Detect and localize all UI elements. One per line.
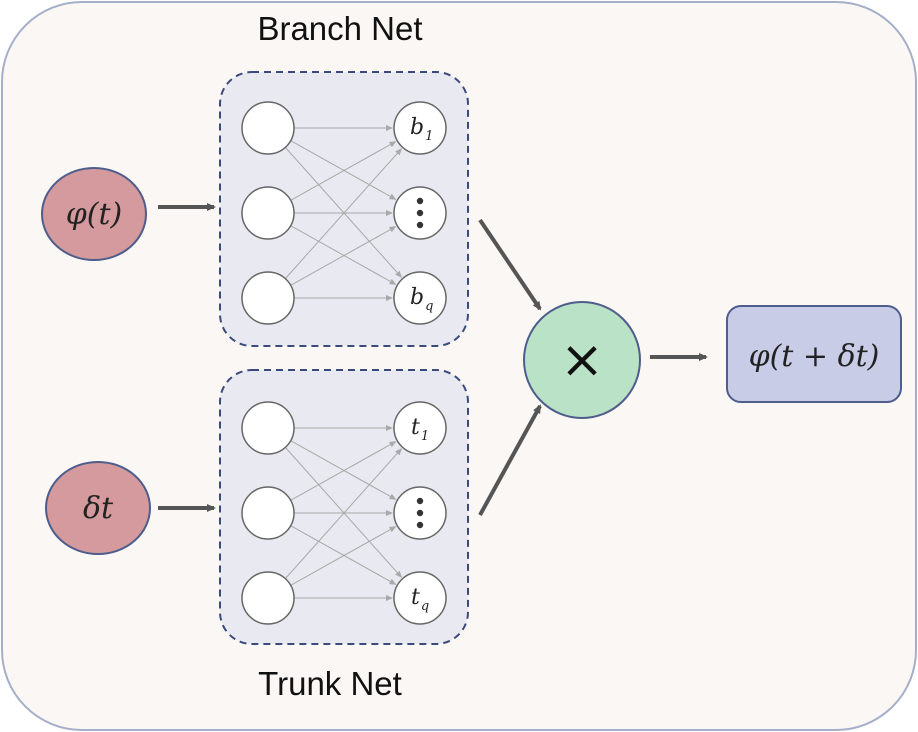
branch-edge-2-3 [290, 225, 397, 285]
multiply-icon: × [560, 330, 604, 390]
branch-output-node-3 [393, 271, 447, 325]
trunk-edge-3-1 [284, 448, 403, 579]
trunk-net-edges [284, 425, 403, 601]
branch-edge-1-2 [290, 140, 397, 200]
trunk-output-node-3 [393, 571, 447, 625]
branch-hidden-node-3 [241, 271, 295, 325]
branch-output-label-q: bq [410, 285, 433, 314]
trunk-edge-2-3 [290, 525, 397, 585]
branch-edge-3-1 [284, 148, 403, 279]
branch-edge-2-1 [290, 141, 397, 201]
trunk-edge-3-2 [290, 526, 397, 586]
branch-edge-1-3 [284, 147, 403, 278]
branch-to-product-arrow [478, 218, 542, 311]
trunk-input-node [45, 461, 151, 555]
branch-net-edges [284, 125, 403, 301]
branch-hidden-node-1 [241, 101, 295, 155]
output-node [726, 305, 902, 403]
branch-net-title: Branch Net [257, 10, 422, 47]
branch-input-node [41, 167, 147, 261]
trunk-edge-1-3 [284, 447, 403, 578]
trunk-to-product-arrow [478, 404, 542, 516]
vertical-ellipsis-icon [416, 197, 424, 229]
branch-hidden-node-2 [241, 186, 295, 240]
trunk-net-title: Trunk Net [258, 665, 402, 702]
trunk-hidden-node-2 [241, 486, 295, 540]
trunk-hidden-node-3 [241, 571, 295, 625]
branch-output-node-1 [393, 101, 447, 155]
branch-edge-3-2 [290, 226, 397, 286]
trunk-hidden-node-1 [241, 401, 295, 455]
trunk-edge-2-1 [290, 441, 397, 501]
trunk-output-node-1 [393, 401, 447, 455]
output-label: φ(t + δt) [749, 339, 880, 374]
trunk-edge-1-2 [290, 440, 397, 500]
trunk-output-label-1: t1 [411, 415, 429, 444]
product-node [523, 301, 641, 419]
trunk-output-label-q: tq [411, 585, 429, 614]
branch-output-label-1: b1 [410, 115, 433, 144]
vertical-ellipsis-icon [416, 497, 424, 529]
branch-input-label: φ(t) [66, 197, 122, 232]
trunk-input-label: δt [83, 491, 114, 526]
